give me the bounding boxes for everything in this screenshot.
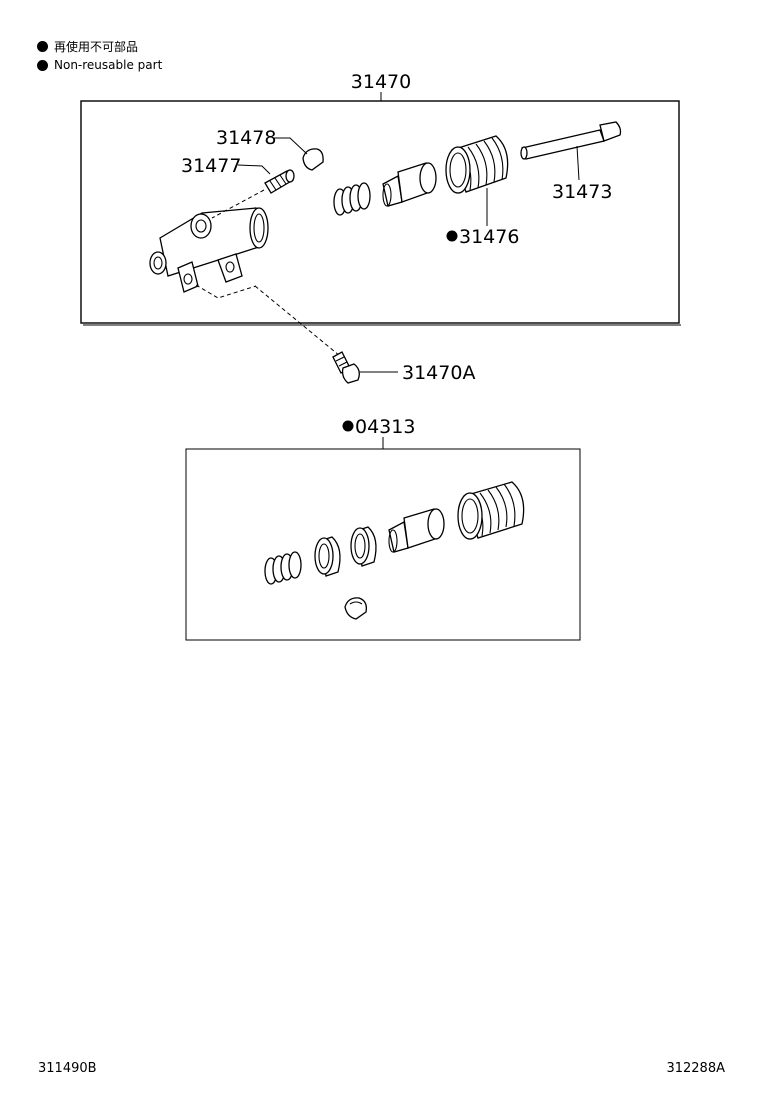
footer-right-code: 312288A (666, 1061, 725, 1076)
boot (445, 135, 509, 194)
non-reusable-dot-icon (446, 230, 458, 242)
legend-row-japanese: 再使用不可部品 (37, 38, 138, 55)
bleeder-cap (302, 148, 324, 171)
footer-left-code: 311490B (38, 1061, 97, 1076)
bolt (332, 351, 360, 384)
push-rod (520, 121, 622, 160)
bleeder-screw (264, 169, 295, 194)
filled-dot-icon (37, 41, 48, 52)
part-label-31477: 31477 (181, 155, 241, 177)
kit-cup-2 (350, 526, 377, 567)
filled-dot-icon (37, 59, 48, 71)
kit-frame (185, 448, 581, 641)
non-reusable-dot-icon (342, 420, 354, 432)
kit-label: 04313 (355, 416, 415, 438)
legend-row-english: Non-reusable part (37, 58, 162, 72)
bolt-dashed-leader (254, 285, 341, 357)
bleeder-dashed-leader (211, 189, 265, 219)
bracket-dashed-outline (195, 284, 257, 299)
legend-text-english: Non-reusable part (54, 58, 163, 72)
kit-cup-1 (314, 536, 341, 577)
part-leader-31477 (237, 164, 271, 175)
part-label-31476: 31476 (459, 226, 519, 248)
part-label-31473: 31473 (552, 181, 612, 203)
assembly-label: 31470 (351, 71, 411, 93)
piston (382, 162, 437, 207)
part-leader-31473 (576, 145, 580, 181)
part-label-31478: 31478 (216, 127, 276, 149)
cylinder-body (149, 207, 269, 293)
part-leader-31478 (274, 137, 308, 155)
kit-piston (388, 508, 445, 553)
kit-cap (344, 597, 367, 620)
part-label-31470a: 31470A (402, 362, 475, 384)
spring (333, 182, 371, 216)
kit-boot (457, 481, 525, 540)
assembly-frame (80, 100, 680, 324)
legend-text-japanese: 再使用不可部品 (54, 40, 139, 54)
kit-spring (264, 551, 302, 585)
